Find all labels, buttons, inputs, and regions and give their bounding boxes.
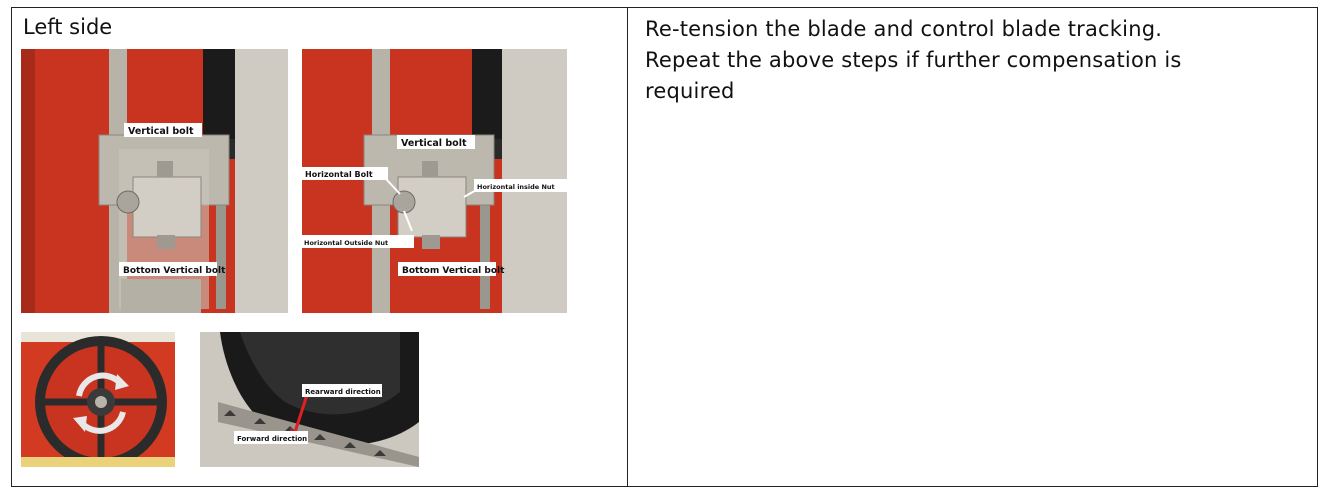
bottom-vertical-bolt-label: Bottom Vertical bolt bbox=[402, 266, 505, 276]
horizontal-bolt-label: Horizontal Bolt bbox=[305, 170, 373, 179]
forward-direction-label: Forward direction bbox=[237, 435, 307, 443]
vertical-bolt-photo: Vertical bolt Bottom Vertical bolt bbox=[21, 49, 288, 313]
vertical-bolt-label: Vertical bolt bbox=[128, 126, 194, 137]
instruction-text: Re-tension the blade and control blade t… bbox=[645, 14, 1315, 107]
wheel-rotation-photo bbox=[21, 332, 175, 467]
vertical-bolt-label: Vertical bolt bbox=[401, 138, 467, 149]
horizontal-outside-nut-label: Horizontal Outside Nut bbox=[304, 239, 388, 247]
horizontal-inside-nut-label: Horizontal inside Nut bbox=[477, 183, 555, 191]
rearward-direction-label: Rearward direction bbox=[305, 388, 381, 396]
blade-direction-photo: Rearward direction Forward direction bbox=[200, 332, 419, 467]
left-side-heading: Left side bbox=[23, 14, 112, 40]
bottom-vertical-bolt-label: Bottom Vertical bolt bbox=[123, 266, 226, 276]
horizontal-bolt-photo: Vertical bolt Horizontal Bolt Horizontal… bbox=[302, 49, 567, 313]
instruction-line: Repeat the above steps if further compen… bbox=[645, 45, 1315, 76]
instruction-line: required bbox=[645, 76, 1315, 107]
table-column-divider bbox=[627, 7, 628, 487]
instruction-line: Re-tension the blade and control blade t… bbox=[645, 14, 1315, 45]
